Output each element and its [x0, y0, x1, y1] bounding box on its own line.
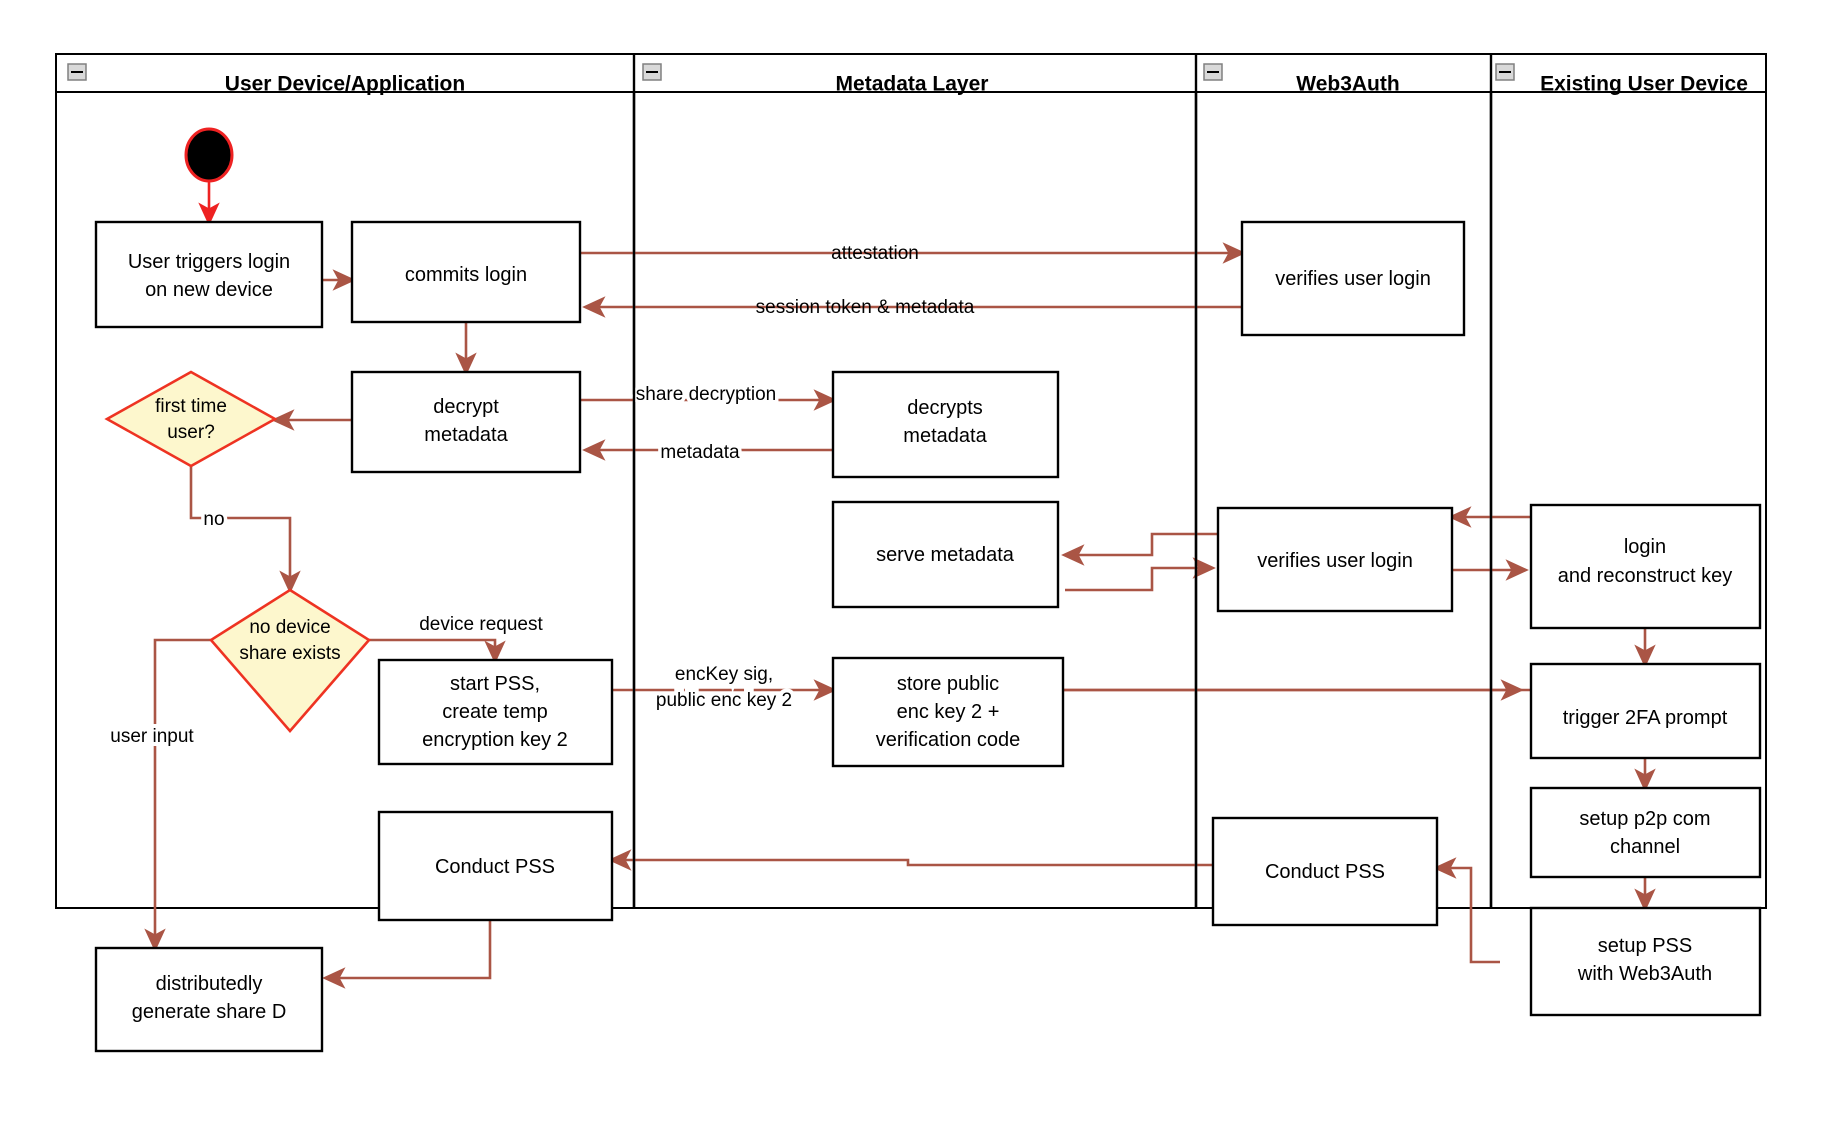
- node-no-device-share-exists[interactable]: no device share exists: [209, 588, 371, 733]
- node-distributedly-generate-share-d[interactable]: distributedly generate share D: [94, 946, 324, 1053]
- node-rect-trigger-2fa-prompt[interactable]: [1529, 662, 1762, 760]
- lane-header-metadata[interactable]: Metadata Layer: [642, 63, 989, 96]
- edge-label-attestation: attestation: [831, 243, 919, 264]
- edge-serve-metadata-to-verifies-user-login-2: [1065, 557, 1216, 592]
- node-verifies-user-login-2[interactable]: verifies user login: [1216, 506, 1454, 613]
- node-start-pss-create-temp-key[interactable]: start PSS, create temp encryption key 2: [377, 658, 614, 766]
- node-label-conduct-pss-user: Conduct PSS: [435, 856, 555, 878]
- node-rect-store-public-enc-key[interactable]: [831, 656, 1065, 768]
- node-label-login-reconstruct-line2: and reconstruct key: [1558, 565, 1733, 587]
- edge-label-metadata: metadata: [660, 442, 740, 463]
- node-decrypt-metadata[interactable]: decrypt metadata: [350, 370, 582, 474]
- node-label-setup-pss-line1: setup PSS: [1598, 935, 1693, 957]
- node-serve-metadata[interactable]: serve metadata: [831, 500, 1060, 609]
- edge-conduct-pss-web3auth-to-conduct-pss-user: [608, 849, 1213, 871]
- edge-label-device-request: device request: [419, 614, 543, 635]
- node-label-store-public-line2: enc key 2 +: [897, 701, 1000, 723]
- node-label-login-reconstruct-line1: login: [1624, 536, 1666, 558]
- lane-title-metadata: Metadata Layer: [836, 73, 989, 96]
- lane-outer-frame: [55, 53, 1767, 909]
- node-label-generate-share-d-line2: generate share D: [132, 1001, 287, 1023]
- lane-header-user-device[interactable]: User Device/Application: [67, 63, 465, 96]
- node-label-decrypts-metadata-line2: metadata: [903, 425, 987, 447]
- node-rect-setup-p2p-com-channel[interactable]: [1529, 786, 1762, 879]
- node-rect-commits-login[interactable]: [350, 220, 582, 324]
- node-rect-user-triggers-login[interactable]: [94, 220, 324, 329]
- node-start[interactable]: [184, 127, 234, 183]
- edge-conduct-pss-user-to-generate-share-d: [322, 920, 492, 989]
- node-label-no-device-share-line1: no device: [249, 617, 330, 638]
- edge-label-user-input: user input: [110, 726, 194, 747]
- node-label-no-device-share-line2: share exists: [239, 643, 340, 664]
- edge-no-device-share-to-start-pss: [369, 638, 506, 664]
- lane-title-user-device: User Device/Application: [225, 73, 465, 96]
- node-label-setup-p2p-line1: setup p2p com: [1579, 808, 1710, 830]
- swimlane-frame: [55, 53, 1767, 909]
- node-label-setup-pss-line2: with Web3Auth: [1577, 963, 1712, 985]
- node-login-and-reconstruct-key[interactable]: login and reconstruct key: [1529, 503, 1762, 630]
- node-label-conduct-pss-web3auth: Conduct PSS: [1265, 861, 1385, 883]
- node-diamond-first-time-user[interactable]: [104, 370, 278, 468]
- node-diamond-no-device-share-exists[interactable]: [209, 588, 371, 733]
- edge-no-device-share-to-generate-share-d: [144, 638, 211, 952]
- edge-label-share-decryption: share decryption: [636, 384, 776, 405]
- node-rect-start-pss[interactable]: [377, 658, 614, 766]
- lane-title-web3auth: Web3Auth: [1296, 73, 1399, 96]
- node-rect-verifies-user-login-2[interactable]: [1216, 506, 1454, 613]
- node-label-store-public-line3: verification code: [876, 729, 1021, 751]
- node-first-time-user[interactable]: first time user?: [104, 370, 278, 468]
- node-rect-serve-metadata[interactable]: [831, 500, 1060, 609]
- lane-header-existing-device[interactable]: Existing User Device: [1495, 63, 1748, 96]
- node-rect-conduct-pss-web3auth[interactable]: [1211, 816, 1439, 927]
- node-label-start-pss-line1: start PSS,: [450, 673, 540, 695]
- node-label-decrypt-metadata-line2: metadata: [424, 424, 508, 446]
- node-decrypts-metadata[interactable]: decrypts metadata: [831, 370, 1060, 479]
- node-label-setup-p2p-line2: channel: [1610, 836, 1680, 858]
- node-rect-generate-share-d[interactable]: [94, 946, 324, 1053]
- node-conduct-pss-web3auth[interactable]: Conduct PSS: [1211, 816, 1439, 927]
- node-label-store-public-line1: store public: [897, 673, 999, 695]
- node-label-start-pss-line2: create temp: [442, 701, 548, 723]
- node-trigger-2fa-prompt[interactable]: trigger 2FA prompt: [1529, 662, 1762, 760]
- edge-setup-pss-to-conduct-pss-web3auth: [1433, 857, 1500, 964]
- node-user-triggers-login[interactable]: User triggers login on new device: [94, 220, 324, 329]
- node-label-user-triggers-login-line1: User triggers login: [128, 251, 290, 273]
- edge-label-enckey-sig-line2: public enc key 2: [656, 690, 792, 711]
- node-rect-decrypts-metadata[interactable]: [831, 370, 1060, 479]
- node-label-first-time-user-line2: user?: [167, 422, 215, 443]
- node-rect-login-and-reconstruct-key[interactable]: [1529, 503, 1762, 630]
- node-label-user-triggers-login-line2: on new device: [145, 279, 273, 301]
- node-rect-decrypt-metadata[interactable]: [350, 370, 582, 474]
- node-rect-verifies-user-login-1[interactable]: [1240, 220, 1466, 337]
- edge-label-enckey-sig-line1: encKey sig,: [675, 664, 773, 685]
- start-circle-icon[interactable]: [184, 127, 234, 183]
- lane-title-existing-device: Existing User Device: [1540, 73, 1748, 96]
- node-label-decrypt-metadata-line1: decrypt: [433, 396, 499, 418]
- lane-divider-overlay: [632, 92, 1493, 908]
- node-setup-pss-with-web3auth[interactable]: setup PSS with Web3Auth: [1529, 906, 1762, 1017]
- node-setup-p2p-com-channel[interactable]: setup p2p com channel: [1529, 786, 1762, 879]
- node-label-trigger-2fa-prompt: trigger 2FA prompt: [1563, 707, 1728, 729]
- node-rect-conduct-pss-user[interactable]: [377, 810, 614, 922]
- edge-label-session-token: session token & metadata: [756, 297, 975, 318]
- node-label-commits-login: commits login: [405, 264, 527, 286]
- node-commits-login[interactable]: commits login: [350, 220, 582, 324]
- node-store-public-enc-key[interactable]: store public enc key 2 + verification co…: [831, 656, 1065, 768]
- node-label-start-pss-line3: encryption key 2: [422, 729, 568, 751]
- node-rect-setup-pss-with-web3auth[interactable]: [1529, 906, 1762, 1017]
- node-conduct-pss-user[interactable]: Conduct PSS: [377, 810, 614, 922]
- node-label-verifies-user-login-2: verifies user login: [1257, 550, 1413, 572]
- node-label-generate-share-d-line1: distributedly: [156, 973, 263, 995]
- edge-label-no: no: [203, 509, 224, 530]
- node-verifies-user-login-1[interactable]: verifies user login: [1240, 220, 1466, 337]
- node-label-verifies-user-login-1: verifies user login: [1275, 268, 1431, 290]
- node-label-serve-metadata: serve metadata: [876, 544, 1015, 566]
- edge-verifies-user-login-2-to-serve-metadata: [1061, 532, 1218, 566]
- lane-header-web3auth[interactable]: Web3Auth: [1203, 63, 1400, 96]
- edge-first-time-user-to-no-device-share: [189, 466, 301, 594]
- node-label-first-time-user-line1: first time: [155, 396, 227, 417]
- node-label-decrypts-metadata-line1: decrypts: [907, 397, 983, 419]
